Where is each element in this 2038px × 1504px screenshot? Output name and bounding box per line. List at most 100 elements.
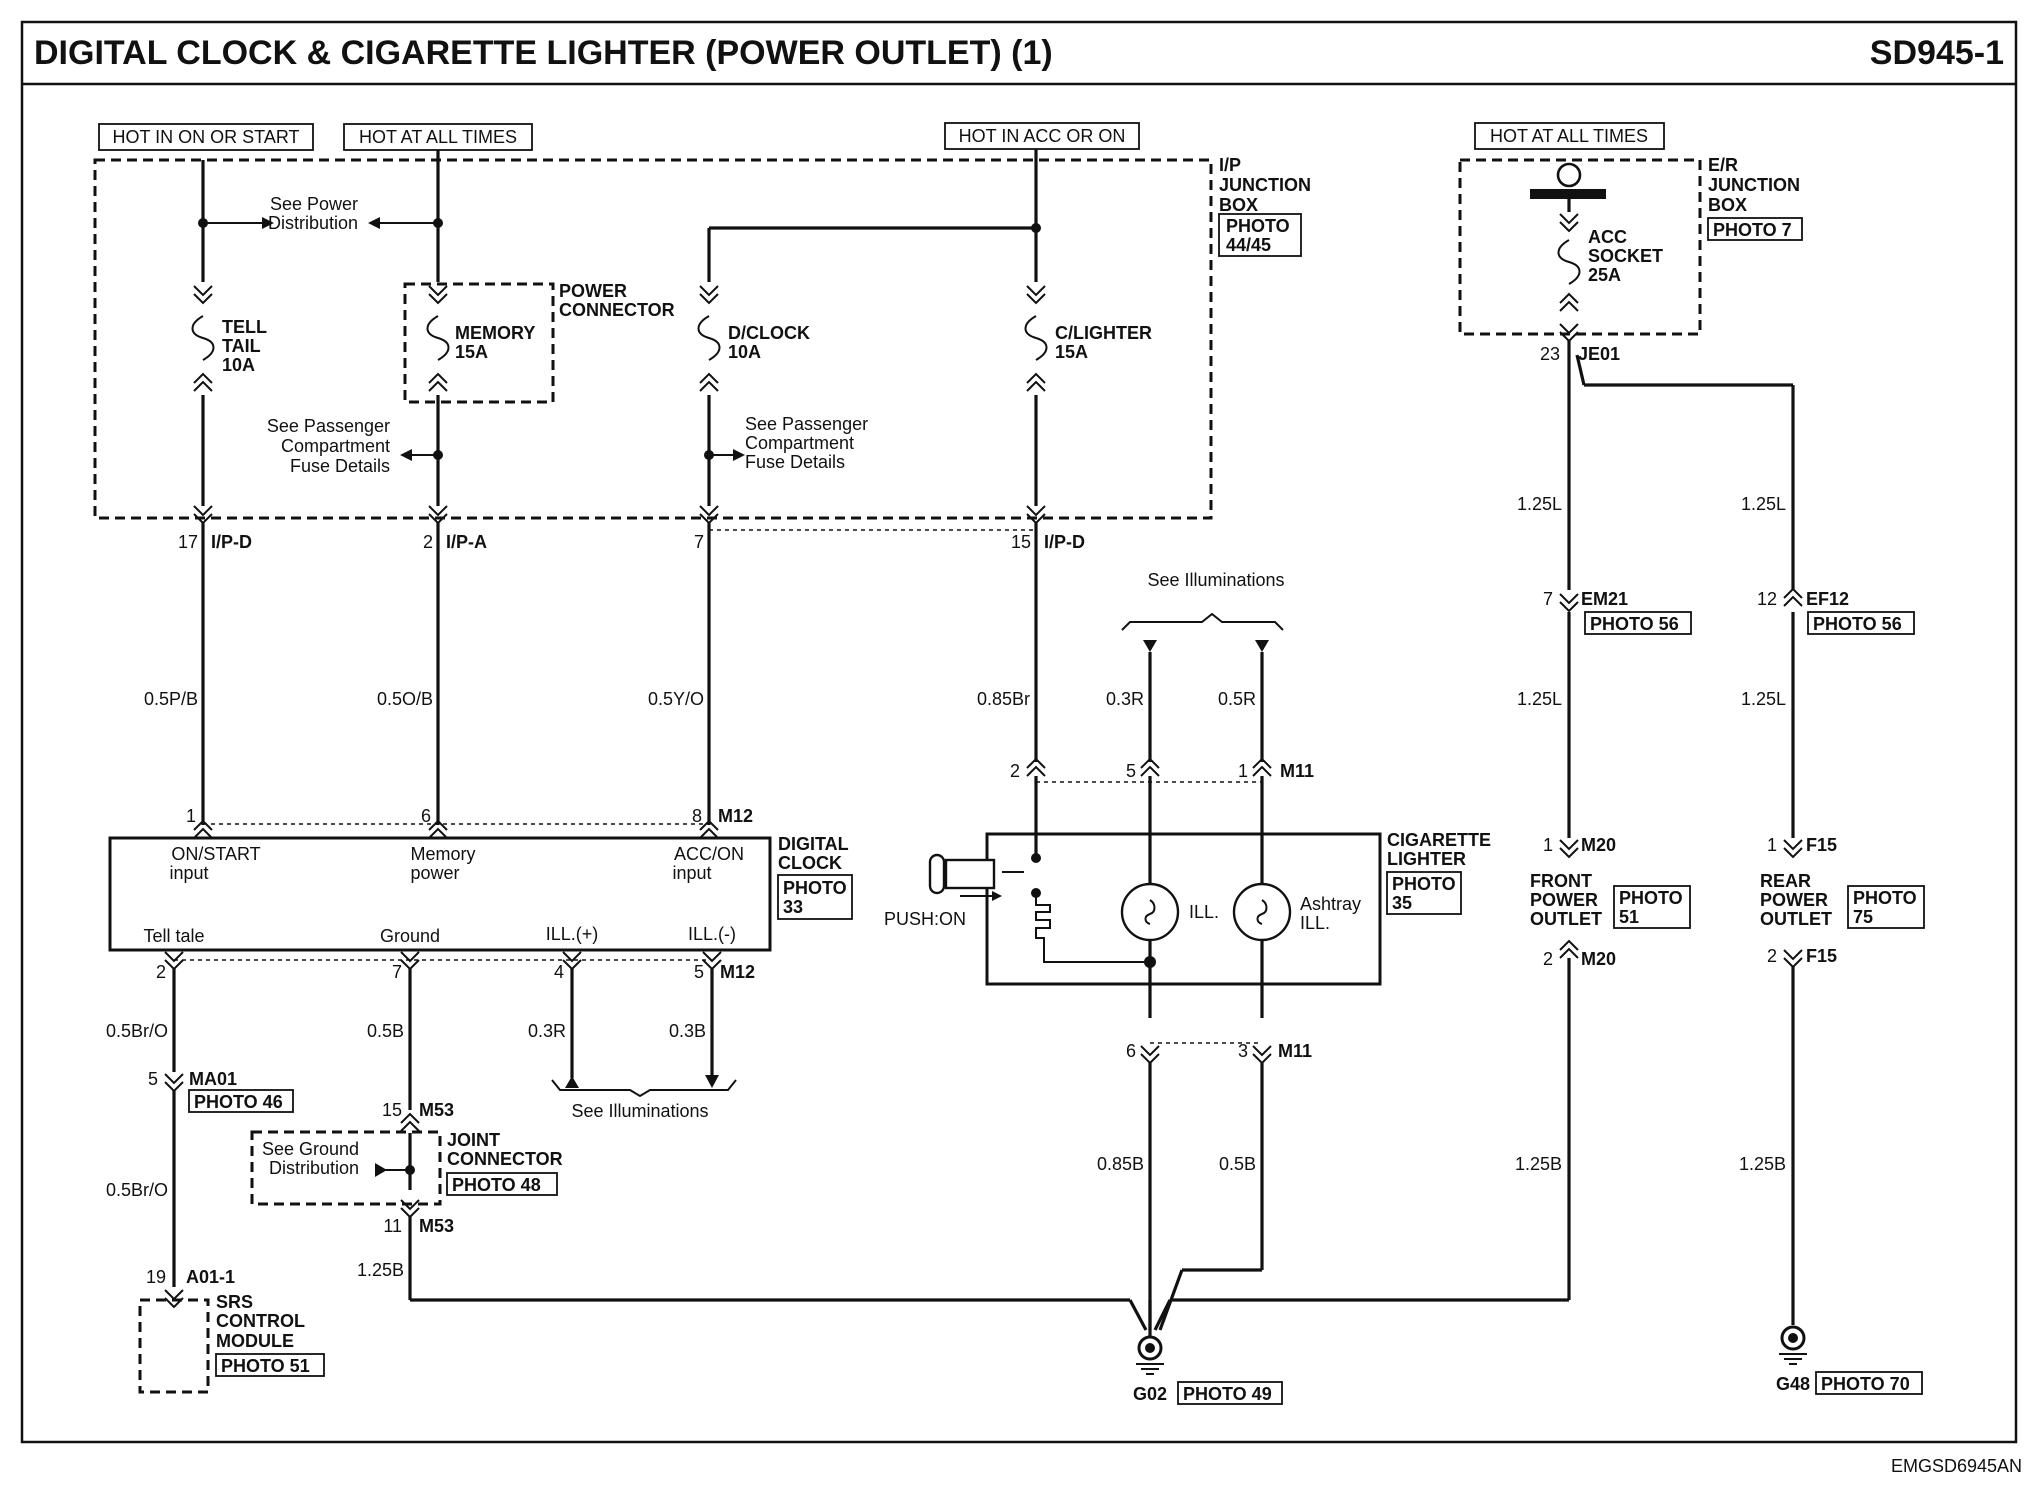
connector-id: M12 bbox=[720, 962, 755, 982]
fuse-label: TELL bbox=[222, 317, 267, 337]
fuse-label: ACC bbox=[1588, 227, 1627, 247]
fuse-tell-tail bbox=[191, 315, 215, 361]
pin-number: 3 bbox=[1238, 1041, 1248, 1061]
pin-number: 7 bbox=[392, 962, 402, 982]
pin-function: ILL.(-) bbox=[688, 924, 736, 944]
component-label: CIGARETTE bbox=[1387, 830, 1491, 850]
pin-number: 7 bbox=[694, 532, 704, 552]
power-label-text: HOT AT ALL TIMES bbox=[1490, 126, 1648, 146]
component-label: CONTROL bbox=[216, 1311, 305, 1331]
ip-box-label: I/P bbox=[1219, 155, 1241, 175]
component-label: OUTLET bbox=[1530, 909, 1602, 929]
pin-number: 1 bbox=[1767, 835, 1777, 855]
fuse-label: 10A bbox=[728, 342, 761, 362]
srs-control-module bbox=[138, 1298, 210, 1394]
pin-number: 19 bbox=[146, 1267, 166, 1287]
note-see-passenger: Fuse Details bbox=[290, 456, 390, 476]
connector-id: EM21 bbox=[1581, 589, 1628, 609]
connector-id: I/P-D bbox=[211, 532, 252, 552]
pin-function: ILL. bbox=[1300, 913, 1330, 933]
connector-id: M20 bbox=[1581, 949, 1616, 969]
joint-connector-box bbox=[250, 1130, 442, 1206]
note-see-passenger: See Passenger bbox=[745, 414, 868, 434]
photo-frame bbox=[446, 1172, 558, 1196]
pin-number: 1 bbox=[186, 806, 196, 826]
photo-frame bbox=[215, 1353, 325, 1377]
fuse-label: MEMORY bbox=[455, 323, 535, 343]
pin-number: 2 bbox=[1767, 946, 1777, 966]
diagram-code: SD945-1 bbox=[1870, 34, 2004, 72]
er-junction-box bbox=[1458, 158, 1702, 336]
pin-number: 2 bbox=[1010, 761, 1020, 781]
photo-ref: PHOTO 7 bbox=[1713, 220, 1792, 240]
clock-photo-frame bbox=[777, 874, 853, 920]
power-connector-label: POWER bbox=[559, 281, 627, 301]
fuse-label: 15A bbox=[1055, 342, 1088, 362]
photo-frame bbox=[1807, 611, 1915, 635]
digital-clock bbox=[108, 836, 772, 952]
ip-box-photo: 44/45 bbox=[1226, 235, 1271, 255]
pin-number: 6 bbox=[1126, 1041, 1136, 1061]
component-label: POWER bbox=[1760, 890, 1828, 910]
wire-label: 1.25B bbox=[1515, 1154, 1562, 1174]
er-box-label: BOX bbox=[1708, 195, 1747, 215]
power-connector-box bbox=[403, 282, 555, 404]
pin-number: 1 bbox=[1543, 835, 1553, 855]
photo-ref: PHOTO 48 bbox=[452, 1175, 541, 1195]
illumination-bulb-icon bbox=[1120, 882, 1180, 942]
pin-function: input bbox=[672, 863, 711, 883]
wire-label: 0.3R bbox=[1106, 689, 1144, 709]
component-label: CONNECTOR bbox=[447, 1149, 563, 1169]
component-label: JOINT bbox=[447, 1130, 500, 1150]
wire-label: 0.5B bbox=[1219, 1154, 1256, 1174]
note-see-passenger: Fuse Details bbox=[745, 452, 845, 472]
power-label-text: HOT IN ACC OR ON bbox=[959, 126, 1126, 146]
component-label: LIGHTER bbox=[1387, 849, 1466, 869]
connector-id: MA01 bbox=[189, 1069, 237, 1089]
ip-box-photo: PHOTO bbox=[1226, 216, 1290, 236]
er-box-label: JUNCTION bbox=[1708, 175, 1800, 195]
note-see-passenger: Compartment bbox=[281, 436, 390, 456]
footer-code: EMGSD6945AN bbox=[1891, 1456, 2022, 1476]
note-see-passenger: See Passenger bbox=[267, 416, 390, 436]
pin-function: power bbox=[410, 863, 459, 883]
fuse-label: D/CLOCK bbox=[728, 323, 810, 343]
note-see-passenger: Compartment bbox=[745, 433, 854, 453]
wire-label: 0.5B bbox=[367, 1021, 404, 1041]
wire-label: 0.5Y/O bbox=[648, 689, 704, 709]
pin-number: 5 bbox=[1126, 761, 1136, 781]
wire-label: 1.25L bbox=[1517, 689, 1562, 709]
connector-id: M20 bbox=[1581, 835, 1616, 855]
photo-ref: PHOTO 46 bbox=[194, 1092, 283, 1112]
power-label-text: HOT IN ON OR START bbox=[112, 127, 299, 147]
wire-label: 0.3B bbox=[669, 1021, 706, 1041]
photo-ref: PHOTO 70 bbox=[1821, 1374, 1910, 1394]
power-label-text: HOT AT ALL TIMES bbox=[359, 127, 517, 147]
photo-frame bbox=[1584, 611, 1692, 635]
wire-label: 0.5O/B bbox=[377, 689, 433, 709]
photo-ref: 33 bbox=[783, 897, 803, 917]
pin-function: Memory bbox=[410, 844, 475, 864]
pin-function: input bbox=[169, 863, 208, 883]
pin-function: Ground bbox=[380, 926, 440, 946]
connector-id: M11 bbox=[1280, 761, 1314, 781]
fuse-label: C/LIGHTER bbox=[1055, 323, 1152, 343]
connector-id: A01-1 bbox=[186, 1267, 235, 1287]
fuse-label: 25A bbox=[1588, 265, 1621, 285]
ground-id: G02 bbox=[1133, 1384, 1167, 1404]
page-frame bbox=[20, 20, 2018, 1444]
pin-number: 2 bbox=[1543, 949, 1553, 969]
wire-label: 1.25L bbox=[1741, 689, 1786, 709]
wire-label: 0.5Br/O bbox=[106, 1180, 168, 1200]
photo-frame bbox=[1847, 885, 1925, 929]
photo-ref: PHOTO 56 bbox=[1590, 614, 1679, 634]
photo-ref: PHOTO bbox=[1619, 888, 1683, 908]
component-label: MODULE bbox=[216, 1331, 294, 1351]
note-see-illuminations: See Illuminations bbox=[571, 1101, 708, 1121]
power-label-hot-acc-on: HOT IN ACC OR ON bbox=[944, 122, 1140, 150]
push-on-label: PUSH:ON bbox=[884, 909, 966, 929]
wire-label: 1.25B bbox=[1739, 1154, 1786, 1174]
pin-number: 2 bbox=[156, 962, 166, 982]
ground-id: G48 bbox=[1776, 1374, 1810, 1394]
